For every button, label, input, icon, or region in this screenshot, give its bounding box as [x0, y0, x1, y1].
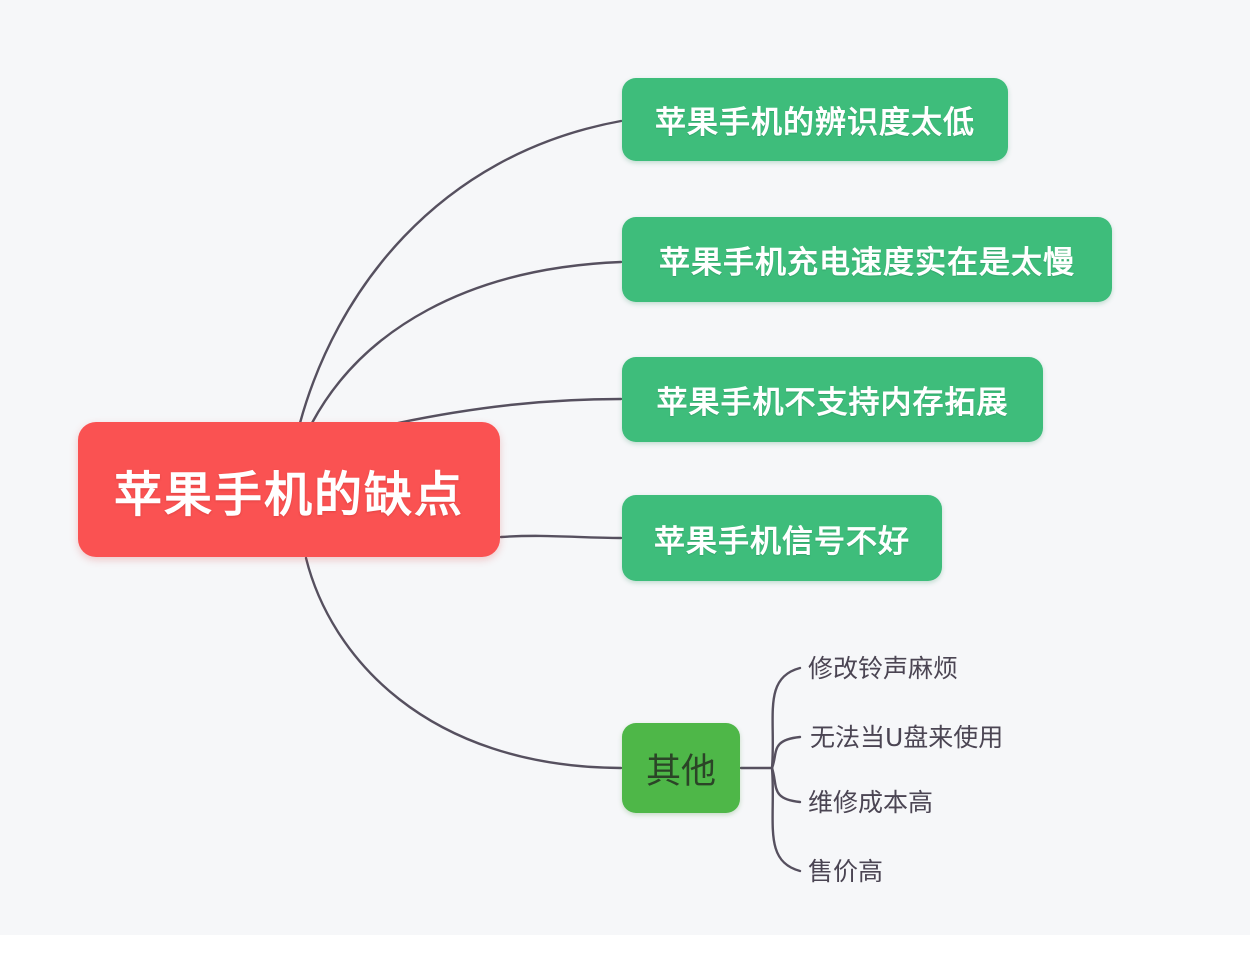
- branch-node-memory-expansion[interactable]: 苹果手机不支持内存拓展: [622, 357, 1043, 442]
- leaf-topic-usb-drive[interactable]: 无法当U盘来使用: [810, 723, 1004, 752]
- leaf-topic-price[interactable]: 售价高: [808, 857, 884, 886]
- root-topic-node[interactable]: 苹果手机的缺点: [78, 422, 500, 557]
- branch-node-signal[interactable]: 苹果手机信号不好: [622, 495, 942, 581]
- branch-node-recognition[interactable]: 苹果手机的辨识度太低: [622, 78, 1008, 161]
- leaf-topic-ringtone[interactable]: 修改铃声麻烦: [808, 654, 959, 683]
- leaf-topic-repair-cost[interactable]: 维修成本高: [808, 788, 934, 817]
- branch-node-other[interactable]: 其他: [622, 723, 740, 813]
- branch-node-charging-speed[interactable]: 苹果手机充电速度实在是太慢: [622, 217, 1112, 302]
